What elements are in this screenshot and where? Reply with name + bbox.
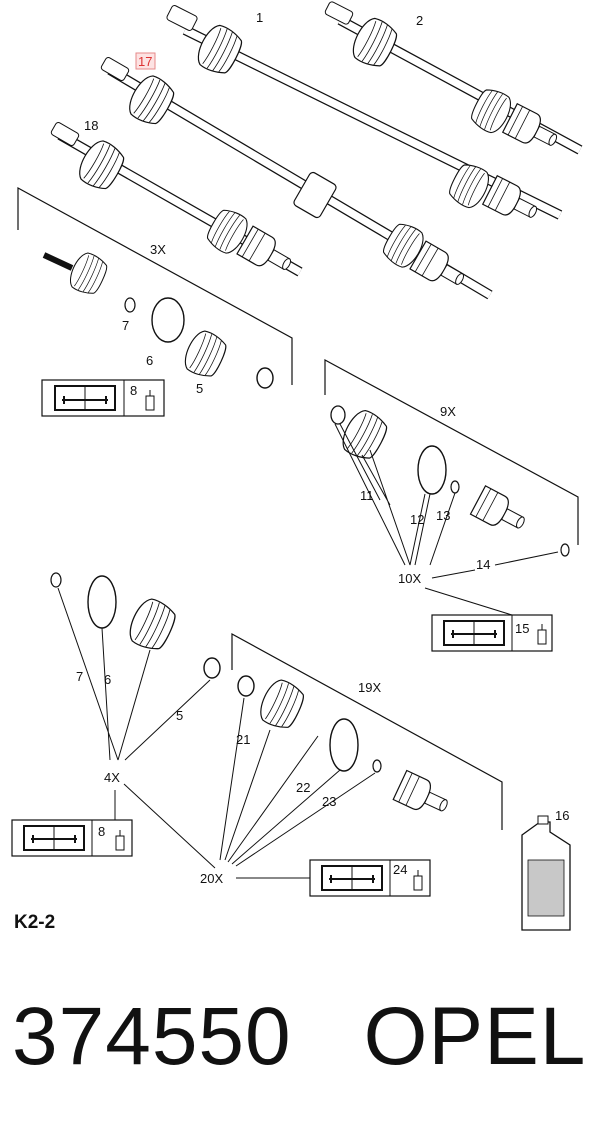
grease-tube-icon xyxy=(115,830,125,851)
callout-7a: 7 xyxy=(122,318,129,333)
callout-7b: 7 xyxy=(76,669,83,684)
group-3x xyxy=(17,186,293,417)
callout-10x: 10X xyxy=(398,571,421,586)
callout-21: 21 xyxy=(236,732,250,747)
callout-5a: 5 xyxy=(196,381,203,396)
callout-8a: 8 xyxy=(130,383,137,398)
callout-22: 22 xyxy=(296,780,310,795)
callout-1: 1 xyxy=(256,10,263,25)
drive-shaft-1 xyxy=(166,5,563,229)
manual-book-icon xyxy=(443,620,505,646)
callout-13: 13 xyxy=(436,508,450,523)
part-number: 374550 xyxy=(12,991,292,1082)
callout-18: 18 xyxy=(84,118,98,133)
callout-14: 14 xyxy=(476,557,490,572)
grease-tube-icon xyxy=(537,624,547,645)
callout-5b: 5 xyxy=(176,708,183,723)
manual-book-icon xyxy=(54,385,116,411)
drive-shaft-2 xyxy=(324,1,583,157)
callout-20x: 20X xyxy=(200,871,223,886)
manual-book-icon xyxy=(321,865,383,891)
oil-bottle-icon xyxy=(521,815,571,931)
callout-2: 2 xyxy=(416,13,423,28)
group-4x xyxy=(11,572,221,869)
brand-name: OPEL xyxy=(363,991,587,1082)
callout-3x: 3X xyxy=(150,242,166,257)
drive-shaft-18 xyxy=(50,122,303,280)
grease-tube-icon xyxy=(413,870,423,891)
callout-16: 16 xyxy=(555,808,569,823)
diagram-caption: K2-2 xyxy=(14,912,56,933)
callout-4x: 4X xyxy=(104,770,120,785)
group-9x xyxy=(324,358,579,652)
callout-6a: 6 xyxy=(146,353,153,368)
callout-24: 24 xyxy=(393,862,407,877)
callout-17-highlight xyxy=(135,52,156,70)
callout-23: 23 xyxy=(322,794,336,809)
callout-17: 17 xyxy=(138,54,152,69)
callout-6b: 6 xyxy=(104,672,111,687)
callout-8b: 8 xyxy=(98,824,105,839)
callout-11: 11 xyxy=(360,488,374,503)
grease-tube-icon xyxy=(145,390,155,411)
callout-15: 15 xyxy=(515,621,529,636)
callout-19x: 19X xyxy=(358,680,381,695)
part-number-line: 374550 OPEL xyxy=(12,990,586,1084)
group-19x xyxy=(219,632,503,897)
drive-shaft-17 xyxy=(100,57,493,300)
callout-12: 12 xyxy=(410,512,424,527)
callout-9x: 9X xyxy=(440,404,456,419)
manual-book-icon xyxy=(23,825,85,851)
